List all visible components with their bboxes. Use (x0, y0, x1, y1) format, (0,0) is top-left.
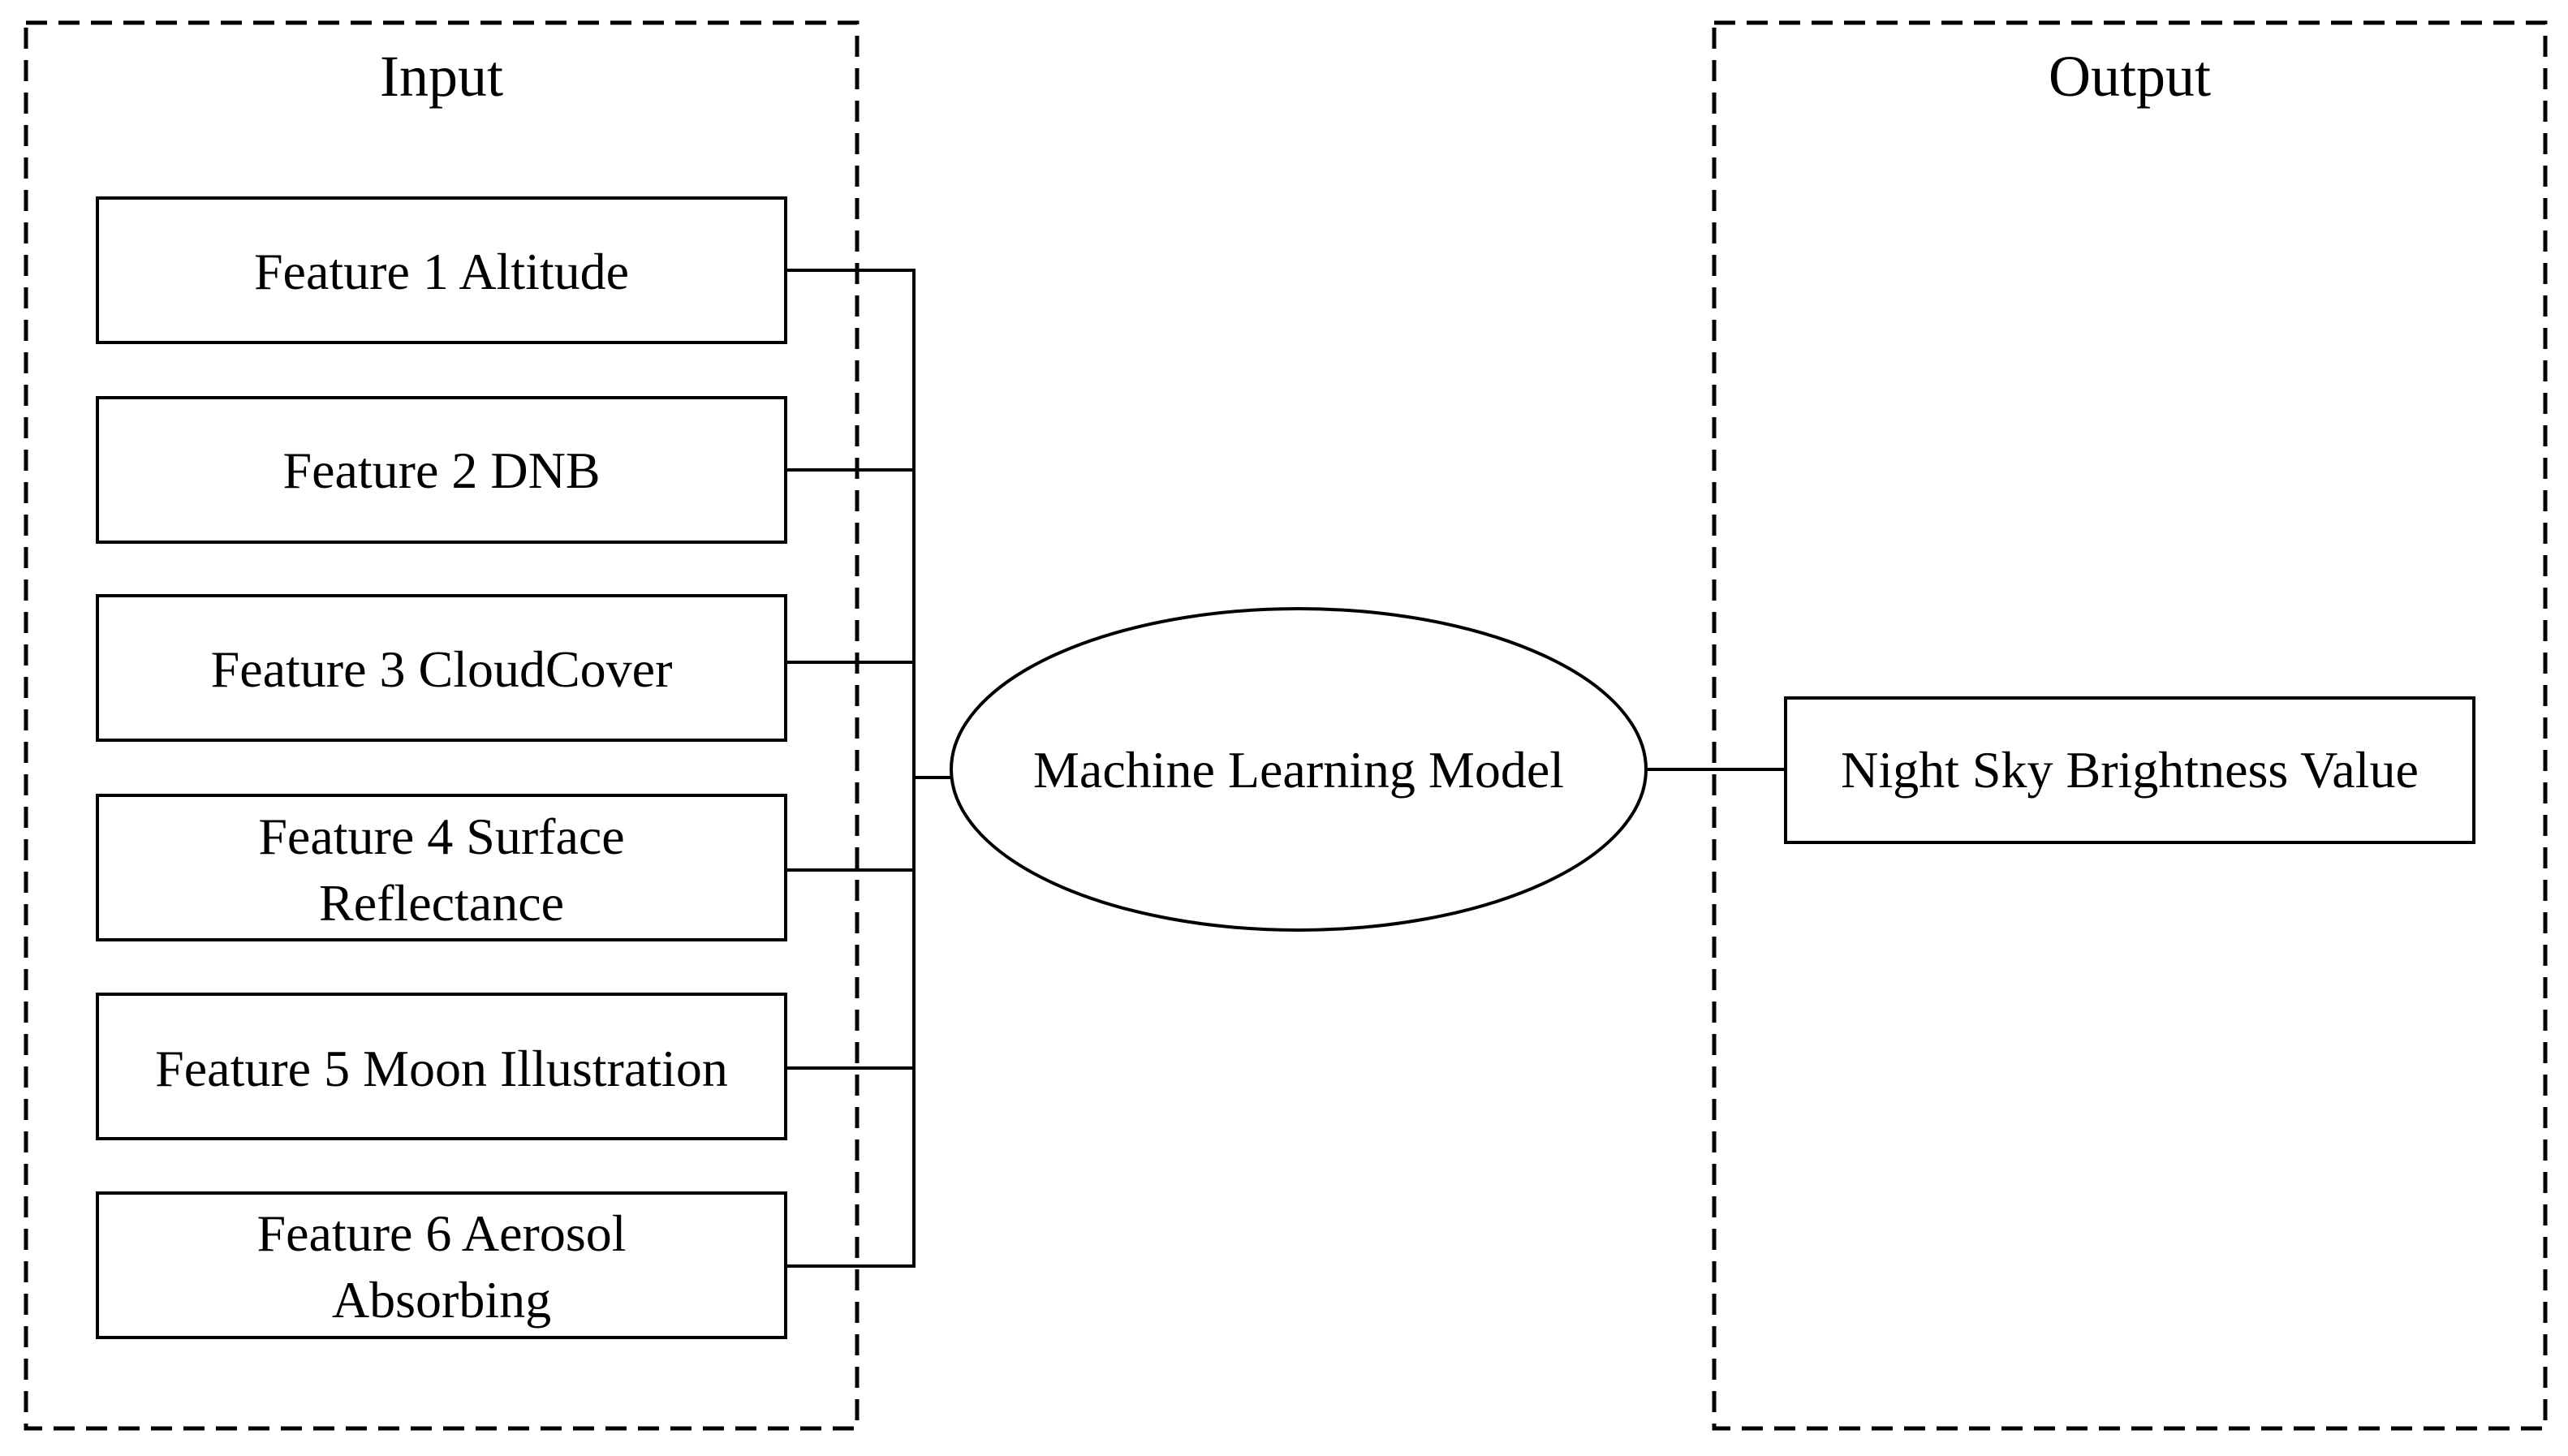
input-group-frame (24, 20, 860, 1431)
feature-3-box: Feature 3 CloudCover (96, 594, 787, 742)
feature-5-label: Feature 5 Moon Illustration (155, 1040, 728, 1097)
model-node: Machine Learning Model (950, 607, 1648, 932)
feature-2-box: Feature 2 DNB (96, 396, 787, 544)
feature-4-box: Feature 4 Surface Reflectance (96, 794, 787, 941)
feature-4-label-line-2: Reflectance (319, 874, 564, 932)
feature-6-label-line-1: Feature 6 Aerosol (257, 1204, 627, 1262)
model-label: Machine Learning Model (1033, 741, 1564, 799)
feature-connectors (786, 269, 951, 1268)
input-group-title: Input (380, 44, 503, 109)
result-label: Night Sky Brightness Value (1841, 741, 2419, 799)
feature-4-label-line-1: Feature 4 Surface (258, 808, 624, 865)
feature-5-box: Feature 5 Moon Illustration (96, 993, 787, 1140)
output-group-title: Output (2049, 44, 2211, 109)
feature-6-box: Feature 6 Aerosol Absorbing (96, 1191, 787, 1339)
output-group-frame (1712, 20, 2548, 1431)
feature-1-label: Feature 1 Altitude (254, 243, 629, 300)
feature-6-label-line-2: Absorbing (332, 1271, 551, 1329)
feature-1-box: Feature 1 Altitude (96, 196, 787, 344)
feature-2-label: Feature 2 DNB (282, 442, 600, 499)
result-box: Night Sky Brightness Value (1784, 696, 2475, 844)
feature-3-label: Feature 3 CloudCover (211, 640, 673, 698)
